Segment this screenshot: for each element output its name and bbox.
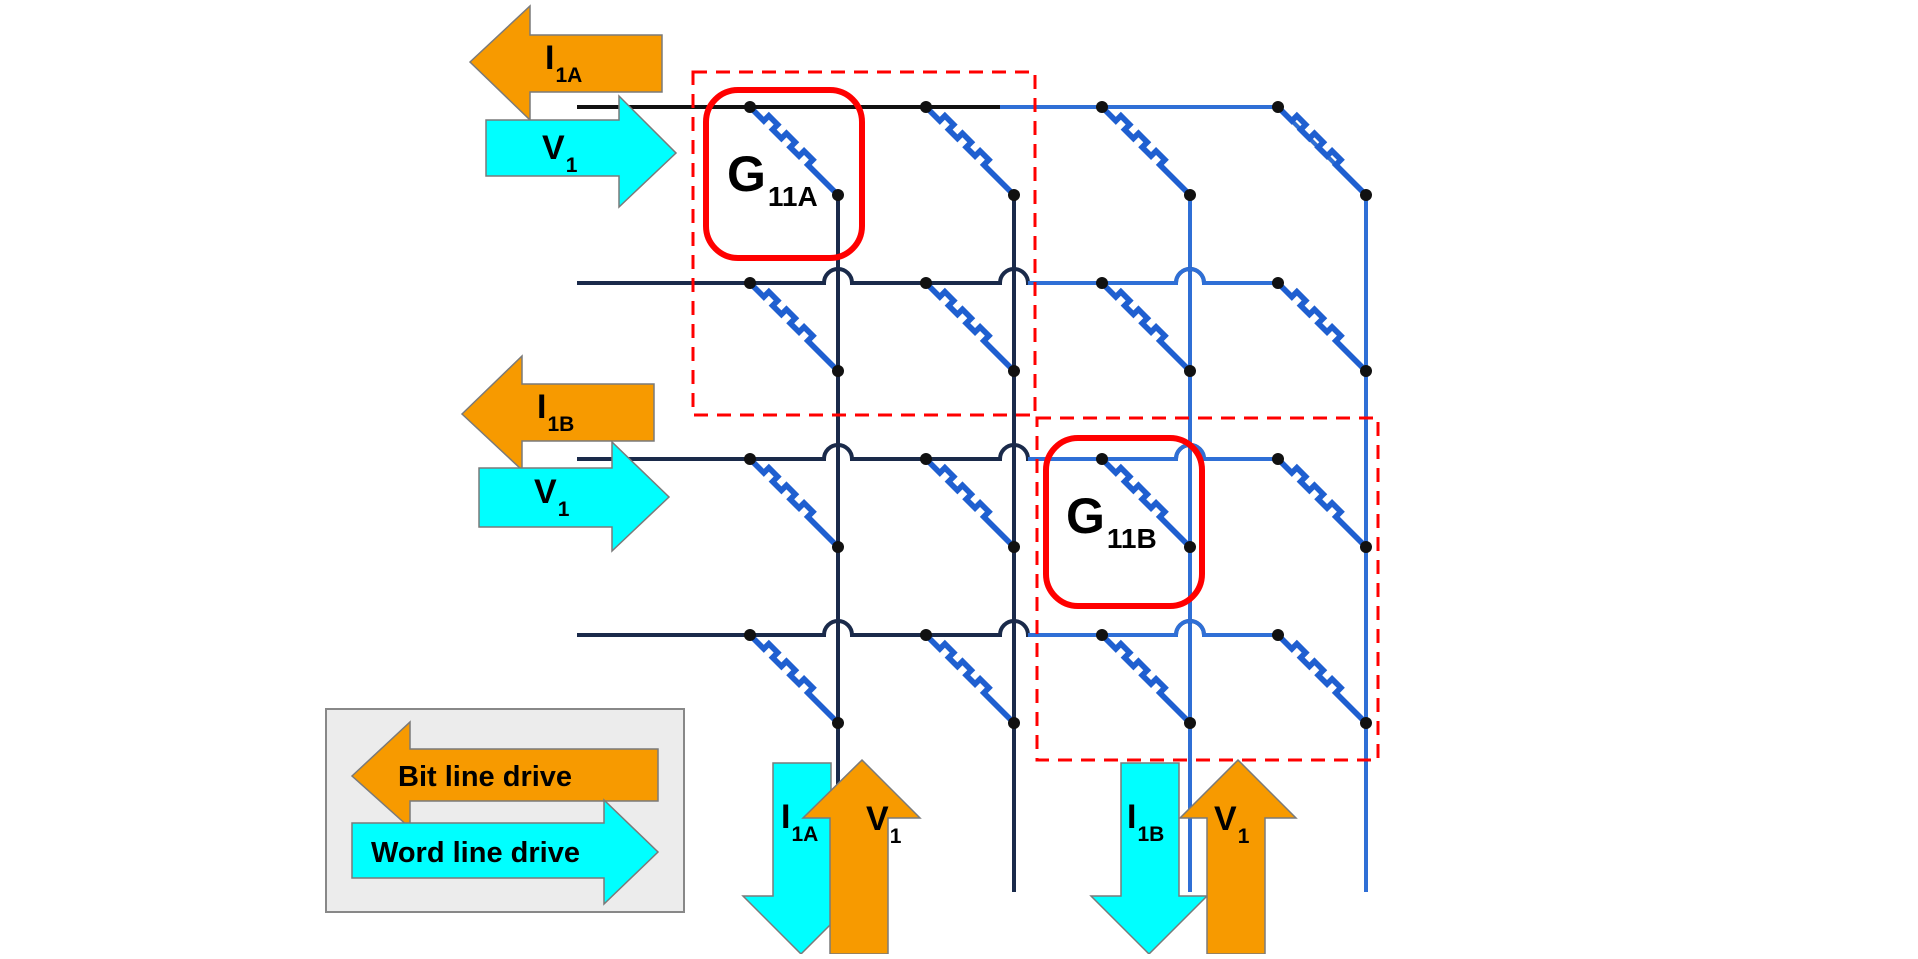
memristor-icon [1102, 107, 1190, 195]
legend: Bit line drive Word line drive [325, 708, 685, 913]
junction-dot [1272, 277, 1284, 289]
junction-dot [832, 541, 844, 553]
subarray-a-boundary [691, 70, 1037, 417]
junction-dot [920, 629, 932, 641]
junction-dot [920, 101, 932, 113]
junction-dot [1008, 541, 1020, 553]
legend-word-line-arrow-right-icon [351, 798, 660, 906]
junction-dot [1360, 541, 1372, 553]
junction-dot [1096, 453, 1108, 465]
row-a-current-arrow-left-icon [468, 4, 663, 122]
row-a-drive: I1A V1 [468, 4, 678, 209]
memristor-icon [750, 459, 838, 547]
col-b-voltage-label: V1 [1214, 800, 1250, 848]
memristor-icon [1102, 283, 1190, 371]
junction-dot [1360, 365, 1372, 377]
junction-dot [744, 277, 756, 289]
col-a-current-label: I1A [781, 798, 818, 846]
row-b-current-arrow-left-icon [460, 354, 655, 472]
g11b-label: G11B [1066, 488, 1157, 554]
memristor-icon [926, 283, 1014, 371]
legend-box [325, 708, 685, 913]
junction-dot [1008, 365, 1020, 377]
junction-dot [832, 717, 844, 729]
row-a-voltage-arrow-right-icon [485, 94, 678, 209]
junction-dots [744, 101, 1372, 729]
junction-dot [1184, 717, 1196, 729]
junction-dot [1272, 629, 1284, 641]
junction-dot [1096, 629, 1108, 641]
junction-dot [744, 453, 756, 465]
junction-dot [832, 189, 844, 201]
junction-dot [1008, 717, 1020, 729]
memristor-icon [926, 107, 1014, 195]
g11a-box [703, 87, 865, 261]
memristor-icon [1278, 459, 1366, 547]
col-a-drive: I1A V1 [741, 758, 922, 956]
junction-dot [1096, 101, 1108, 113]
memristor-icon [1278, 107, 1366, 195]
row-a-voltage-label: V1 [542, 129, 578, 177]
memristor-icon [1278, 283, 1366, 371]
junction-dot [1008, 189, 1020, 201]
junction-dot [1360, 189, 1372, 201]
row-b-current-label: I1B [537, 388, 574, 436]
g11b-box [1043, 435, 1205, 609]
junction-dot [1184, 365, 1196, 377]
row-b-voltage-label: V1 [534, 473, 570, 521]
junction-dot [1272, 453, 1284, 465]
col-b-drive: I1B V1 [1089, 758, 1298, 956]
word-lines [577, 105, 1368, 637]
junction-dot [832, 365, 844, 377]
subarray-b-boundary [1035, 416, 1380, 762]
row-b-voltage-arrow-right-icon [478, 440, 671, 553]
memristor-icon [926, 459, 1014, 547]
junction-dot [1360, 717, 1372, 729]
col-b-current-arrow-down-icon [1089, 762, 1209, 956]
legend-word-line-label: Word line drive [371, 837, 580, 869]
memristor-icon [1102, 635, 1190, 723]
col-b-voltage-arrow-up-icon [1178, 758, 1298, 955]
memristor-icon [750, 635, 838, 723]
g11b-highlight: G11B [1043, 435, 1205, 609]
junction-dot [1272, 101, 1284, 113]
col-a-voltage-label: V1 [866, 800, 902, 848]
legend-bit-line-label: Bit line drive [398, 761, 572, 793]
junction-dot [744, 629, 756, 641]
memristor-icon [750, 283, 838, 371]
junction-dot [1096, 277, 1108, 289]
junction-dot [920, 277, 932, 289]
row-a-current-label: I1A [545, 39, 582, 87]
col-b-current-label: I1B [1127, 798, 1164, 846]
junction-dot [920, 453, 932, 465]
junction-dot [1184, 541, 1196, 553]
g11a-highlight: G11A [703, 87, 865, 261]
g11a-label: G11A [727, 146, 818, 212]
memristor-icon [926, 635, 1014, 723]
memristor-icon [1278, 635, 1366, 723]
row-b-drive: I1B V1 [460, 354, 671, 553]
junction-dot [744, 101, 756, 113]
junction-dot [1184, 189, 1196, 201]
